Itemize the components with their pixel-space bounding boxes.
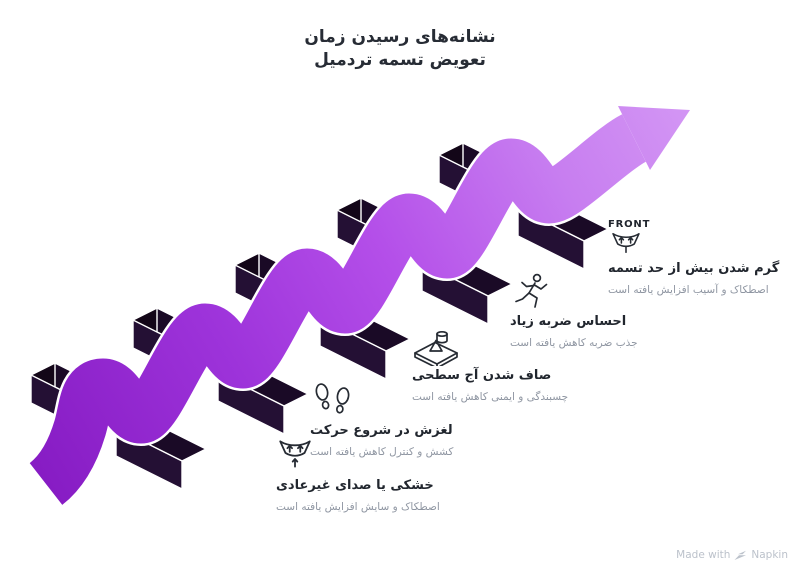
milestone-title: گرم شدن بیش از حد تسمه [608, 261, 780, 276]
running-person-icon [510, 272, 688, 310]
page-title-line1: نشانه‌های رسیدن زمان [304, 27, 496, 47]
credit-footer: Made with Napkin [676, 549, 788, 561]
milestone-title: احساس ضربه زیاد [510, 314, 627, 329]
napkin-logo-icon [734, 550, 747, 560]
footprints-icon [310, 381, 488, 419]
milestone-subtitle: اصطکاک و سایش افزایش یافته است [276, 501, 440, 513]
ribbon [28, 114, 648, 505]
milestone-subtitle: اصطکاک و آسیب افزایش یافته است [608, 284, 769, 296]
milestone-subtitle: جذب ضربه کاهش یافته است [510, 337, 638, 349]
milestone-3: صاف شدن آج سطحی چسبندگی و ایمنی کاهش یاف… [412, 326, 590, 404]
milestone-subtitle: کشش و کنترل کاهش یافته است [310, 446, 454, 458]
defrost-vent-icon [608, 231, 786, 257]
milestone-subtitle: چسبندگی و ایمنی کاهش یافته است [412, 391, 569, 403]
milestone-title: خشکی یا صدای غیرعادی [276, 478, 434, 493]
arrowhead [618, 106, 690, 170]
milestone-2: لغزش در شروع حرکت کشش و کنترل کاهش یافته… [310, 381, 488, 459]
tread-surface-icon [412, 326, 590, 369]
defrost-vent-icon [276, 436, 454, 474]
milestone-title: لغزش در شروع حرکت [310, 423, 453, 438]
milestone-title: صاف شدن آج سطحی [412, 368, 552, 383]
milestone-5: FRONT گرم شدن بیش از حد تسمه اصطکاک و آس… [608, 219, 786, 297]
milestone-4: احساس ضربه زیاد جذب ضربه کاهش یافته است [510, 272, 688, 350]
page-title: نشانه‌های رسیدن زمان تعویض تسمه تردمیل [0, 26, 800, 72]
page-title-line2: تعویض تسمه تردمیل [314, 50, 486, 70]
milestone-1: خشکی یا صدای غیرعادی اصطکاک و سایش افزای… [276, 436, 454, 514]
front-label: FRONT [608, 219, 651, 230]
brand-text: Napkin [751, 549, 788, 561]
credit-text: Made with [676, 549, 731, 561]
